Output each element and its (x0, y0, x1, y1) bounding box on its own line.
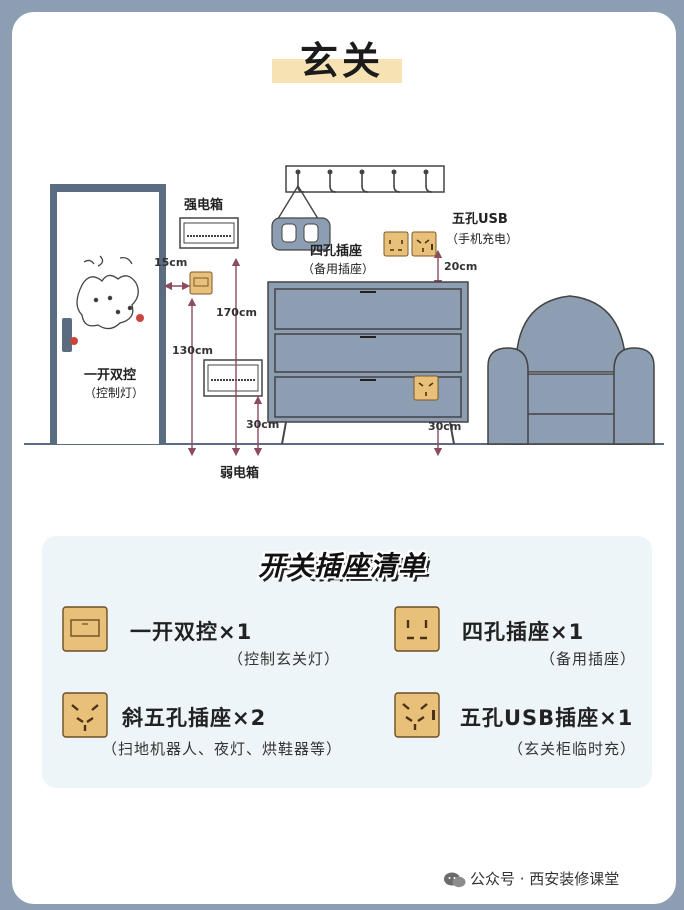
hanging-bag-icon (271, 185, 331, 251)
five-hole-socket-icon (62, 692, 108, 738)
door-handle-icon (62, 318, 72, 352)
cabinet-socket-icon (413, 375, 439, 401)
cat-doodle-icon (76, 255, 144, 330)
usb-sub: （手机充电） (446, 232, 519, 246)
dim-15cm: 15cm (154, 256, 188, 269)
dim-170cm: 170cm (216, 306, 257, 319)
footer-attribution: 公众号 · 西安装修课堂 (470, 870, 620, 888)
dim-30cm-left: 30cm (246, 418, 280, 431)
usb-label: 五孔USB (452, 212, 508, 227)
usb-socket-icon (394, 692, 440, 738)
checklist-title: 开关插座清单 (258, 551, 426, 582)
armchair (487, 295, 655, 445)
dimension-lines (163, 249, 443, 457)
strong-box-label: 强电箱 (184, 198, 224, 213)
checklist-item-note: （备用插座） (540, 650, 637, 668)
four-hole-label: 四孔插座 (310, 244, 363, 259)
checklist-item-name: 五孔USB插座×1 (460, 706, 634, 730)
dim-20cm: 20cm (444, 260, 478, 273)
switch-icon (62, 606, 108, 652)
checklist-item-name: 一开双控×1 (130, 620, 253, 644)
checklist-item-note: （玄关柜临时充） (508, 740, 637, 758)
door (50, 184, 166, 444)
wall-four-hole-socket-icon (383, 231, 409, 257)
strong-electric-box (179, 217, 239, 249)
wall-switch-icon (189, 271, 213, 295)
switch-label: 一开双控 (84, 368, 137, 383)
entryway-diagram (24, 165, 664, 457)
weak-box-label: 弱电箱 (220, 466, 260, 481)
wechat-icon (444, 872, 466, 888)
dim-130cm: 130cm (172, 344, 213, 357)
checklist-item-name: 斜五孔插座×2 (122, 706, 267, 730)
four-hole-sub: （备用插座） (302, 262, 375, 276)
page-title: 玄关 (299, 39, 384, 83)
title-highlight (272, 59, 402, 83)
checklist-item-note: （控制玄关灯） (228, 650, 341, 668)
weak-electric-box (203, 359, 263, 397)
shoe-cabinet (267, 281, 469, 445)
switch-sub: （控制灯） (84, 386, 145, 400)
checklist-item-note: （扫地机器人、夜灯、烘鞋器等） (102, 740, 343, 758)
checklist-panel (42, 536, 652, 788)
coat-hook-rack (285, 165, 445, 193)
dim-30cm-right: 30cm (428, 420, 462, 433)
wall-usb-socket-icon (411, 231, 437, 257)
four-hole-socket-icon (394, 606, 440, 652)
checklist-item-name: 四孔插座×1 (462, 620, 585, 644)
